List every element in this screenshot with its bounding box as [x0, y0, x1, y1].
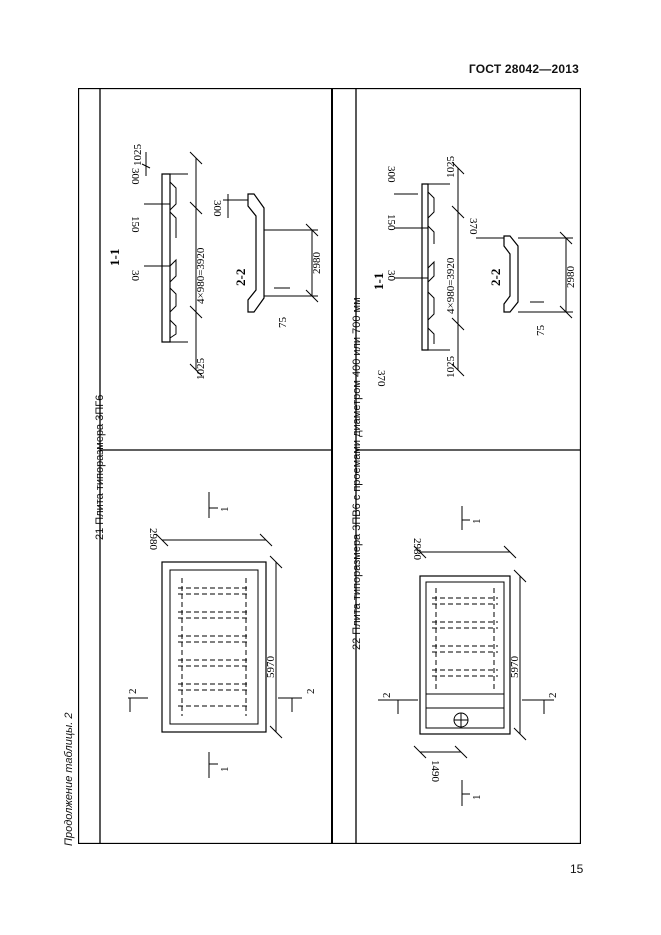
row-21-section-labels: 1-1 2-2 1025 1025 4×980=3920 300 150 30 …: [107, 144, 323, 381]
dim-1025-bottom: 1025: [195, 358, 207, 381]
dim-300-b: 300: [211, 200, 223, 217]
dim-370b-22: 370: [467, 218, 479, 235]
section-mark-2-left-22: 2: [381, 693, 393, 699]
plan-length-5970-22: 5970: [509, 656, 521, 679]
plan-width-2980-22: 2980: [411, 538, 423, 561]
dim-150-22: 150: [385, 214, 397, 231]
table-border: [78, 88, 581, 844]
row-21-plan: [128, 492, 302, 778]
section-mark-1-bottom: 1: [219, 767, 231, 773]
section-mark-1-top: 1: [219, 507, 231, 513]
dim-30-22: 30: [385, 270, 397, 282]
section-mark-1-bottom-22: 1: [471, 795, 483, 801]
section-mark-2-right: 2: [305, 689, 317, 695]
row-22-sections: [394, 161, 573, 377]
dim-75-22: 75: [535, 325, 547, 337]
dim-300: 300: [129, 168, 141, 185]
dim-1025-top-22: 1025: [445, 156, 457, 179]
section-mark-2-left: 2: [127, 689, 139, 695]
row-22-plan-labels: 2980 5970 1490 1 1 2 2: [381, 519, 559, 801]
plan-width-2980: 2980: [147, 528, 159, 551]
dim-150: 150: [129, 216, 141, 233]
row-22-plan: [378, 506, 554, 806]
row-21-plan-labels: 2980 5970 1 1 2 2: [127, 507, 317, 773]
drawing-table: 1-1 2-2 1025 1025 4×980=3920 300 150 30 …: [78, 88, 581, 844]
dim-1025-top: 1025: [132, 144, 144, 167]
section-2-2-label: 2-2: [233, 269, 248, 286]
dim-4x980-22: 4×980=3920: [445, 257, 457, 314]
dim-1025-bottom-22: 1025: [445, 356, 457, 379]
row-21-sections: [141, 151, 319, 377]
section-mark-2-right-22: 2: [547, 693, 559, 699]
dim-30: 30: [129, 270, 141, 282]
plan-offset-1490-22: 1490: [429, 760, 441, 783]
table-continuation-caption: Продолжение таблицы. 2: [63, 712, 75, 846]
section-1-1-label: 1-1: [107, 249, 122, 266]
dim-2980: 2980: [311, 252, 323, 275]
dim-75: 75: [277, 317, 289, 329]
document-standard-code: ГОСТ 28042—2013: [468, 62, 579, 76]
section-mark-1-top-22: 1: [471, 519, 483, 525]
dim-300-22: 300: [385, 166, 397, 183]
page-number: 15: [570, 862, 584, 876]
dim-370-22: 370: [375, 370, 387, 387]
plan-length-5970: 5970: [265, 656, 277, 679]
section-2-2-label-22: 2-2: [488, 269, 503, 286]
dim-2980-22: 2980: [565, 266, 577, 289]
section-1-1-label-22: 1-1: [371, 273, 386, 290]
row-22-section-labels: 1-1 2-2 1025 1025 4×980=3920 300 150 30 …: [371, 156, 577, 388]
dim-4x980: 4×980=3920: [195, 247, 207, 304]
